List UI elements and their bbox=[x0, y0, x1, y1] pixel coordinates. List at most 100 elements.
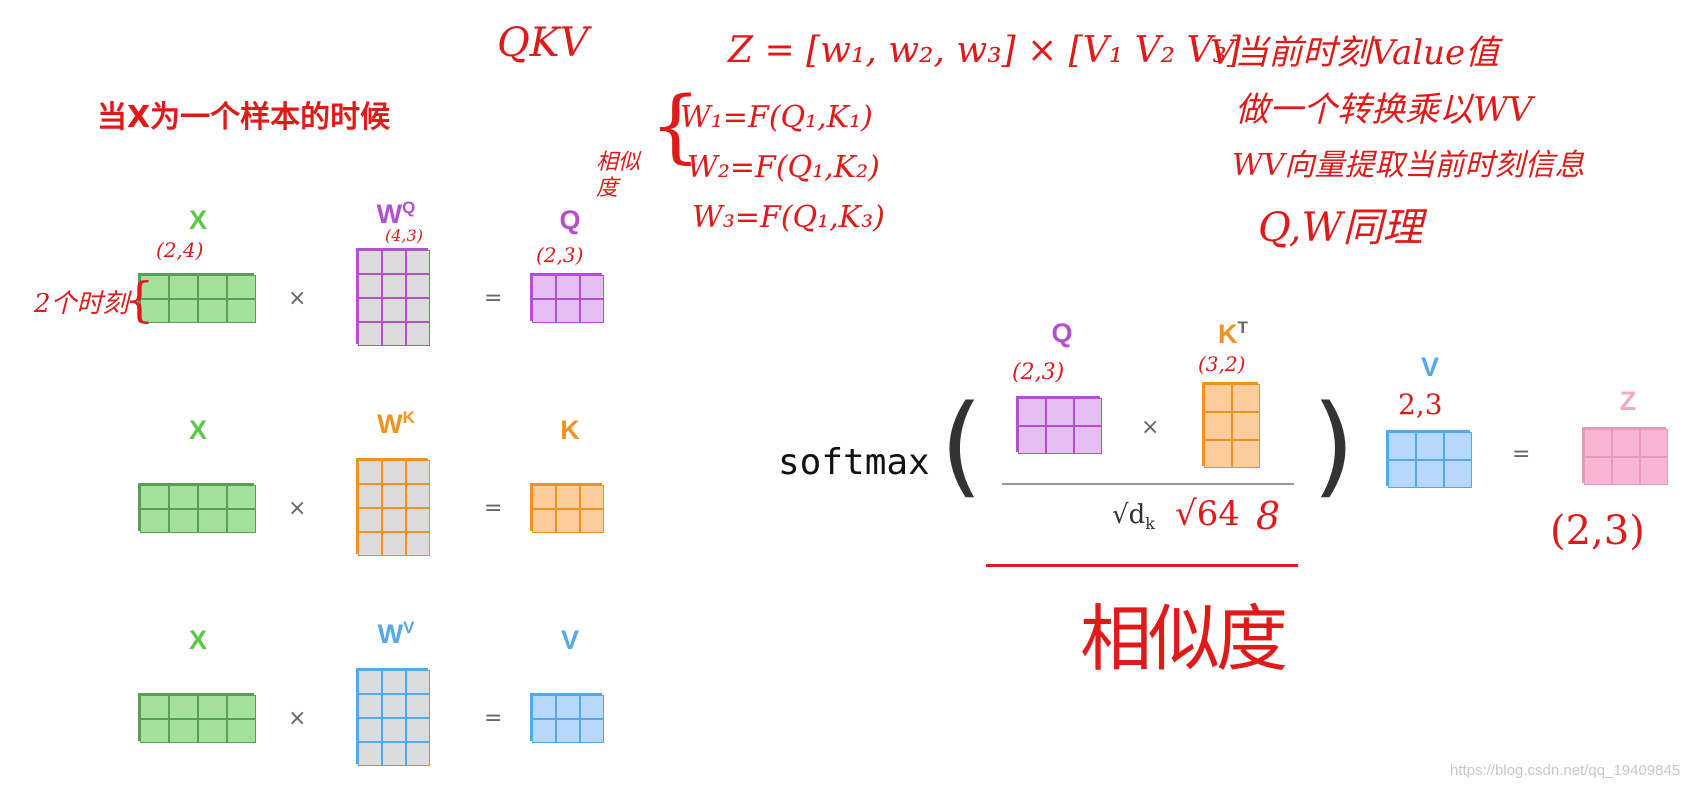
x-label: X bbox=[188, 625, 207, 655]
handwritten-similarity-side: 相似度 bbox=[596, 150, 641, 202]
handwritten-q-shape: (2,3) bbox=[536, 243, 584, 267]
w-matrix bbox=[356, 668, 430, 766]
handwritten-w3: W₃=F(Q₁,K₃) bbox=[692, 200, 885, 235]
handwritten-v-note-2: 做一个转换乘以WV bbox=[1235, 90, 1533, 130]
matrix-cell bbox=[382, 460, 406, 484]
matrix-cell bbox=[580, 695, 604, 719]
matrix-cell bbox=[1444, 460, 1472, 488]
matrix-cell bbox=[532, 695, 556, 719]
matrix-cell bbox=[358, 718, 382, 742]
matrix-cell bbox=[227, 485, 256, 509]
w-label-sup: K bbox=[402, 408, 415, 427]
handwritten-wq-shape: (4,3) bbox=[385, 226, 423, 245]
matrix-cell bbox=[1416, 432, 1444, 460]
x-label: X bbox=[188, 205, 207, 235]
sqrt-dk: √dk bbox=[1112, 500, 1155, 533]
matrix-cell bbox=[198, 719, 227, 743]
formula-z-matrix bbox=[1582, 427, 1668, 485]
matrix-cell bbox=[580, 509, 604, 533]
matrix-cell bbox=[532, 509, 556, 533]
matrix-cell bbox=[1018, 398, 1046, 426]
matrix-cell bbox=[406, 742, 430, 766]
matrix-cell bbox=[198, 299, 227, 323]
handwritten-v-note-4: Q,W同理 bbox=[1258, 205, 1423, 251]
matrix-cell bbox=[382, 250, 406, 274]
matrix-cell bbox=[382, 274, 406, 298]
matrix-cell bbox=[382, 508, 406, 532]
matrix-cell bbox=[406, 670, 430, 694]
matrix-cell bbox=[140, 275, 169, 299]
matrix-cell bbox=[198, 275, 227, 299]
matrix-cell bbox=[1416, 460, 1444, 488]
matrix-cell bbox=[406, 508, 430, 532]
out-matrix bbox=[530, 693, 604, 743]
w-label: WQ bbox=[376, 198, 416, 229]
matrix-cell bbox=[1232, 440, 1260, 468]
matrix-cell bbox=[198, 485, 227, 509]
handwritten-z-shape: (2,3) bbox=[1550, 508, 1645, 554]
matrix-cell bbox=[406, 298, 430, 322]
times-operator: × bbox=[288, 706, 307, 731]
matrix-cell bbox=[532, 485, 556, 509]
matrix-cell bbox=[406, 532, 430, 556]
handwritten-qkv: QKV bbox=[497, 20, 589, 66]
matrix-cell bbox=[1018, 426, 1046, 454]
matrix-cell bbox=[382, 694, 406, 718]
formula-times: × bbox=[1141, 415, 1160, 440]
handwritten-x-shape: (2,4) bbox=[156, 238, 204, 262]
matrix-cell bbox=[169, 299, 198, 323]
matrix-cell bbox=[358, 508, 382, 532]
matrix-cell bbox=[1046, 426, 1074, 454]
out-label: Q bbox=[559, 205, 581, 235]
matrix-cell bbox=[1204, 412, 1232, 440]
handwritten-z-equation: Z = [w₁, w₂, w₃] × [V₁ V₂ V₃] bbox=[728, 30, 1241, 71]
matrix-cell bbox=[1074, 426, 1102, 454]
matrix-cell bbox=[406, 322, 430, 346]
out-matrix bbox=[530, 273, 604, 323]
w-label: WK bbox=[377, 408, 415, 439]
matrix-cell bbox=[358, 298, 382, 322]
formula-t-sup: T bbox=[1237, 318, 1248, 337]
matrix-cell bbox=[227, 275, 256, 299]
matrix-cell bbox=[169, 509, 198, 533]
matrix-cell bbox=[140, 719, 169, 743]
times-operator: × bbox=[288, 286, 307, 311]
brace-icon: { bbox=[650, 79, 701, 172]
formula-q-label: Q bbox=[1051, 318, 1073, 348]
fraction-line bbox=[1002, 483, 1294, 485]
matrix-cell bbox=[406, 694, 430, 718]
matrix-cell bbox=[1388, 432, 1416, 460]
matrix-cell bbox=[1204, 384, 1232, 412]
matrix-cell bbox=[358, 460, 382, 484]
matrix-cell bbox=[140, 299, 169, 323]
formula-v-label: V bbox=[1420, 352, 1439, 382]
matrix-cell bbox=[198, 509, 227, 533]
w-label-sup: Q bbox=[402, 198, 416, 217]
matrix-cell bbox=[580, 485, 604, 509]
matrix-cell bbox=[227, 509, 256, 533]
matrix-cell bbox=[1612, 429, 1640, 457]
matrix-cell bbox=[169, 695, 198, 719]
x-label: X bbox=[188, 415, 207, 445]
matrix-cell bbox=[227, 695, 256, 719]
sqrt-d-text: √d bbox=[1112, 500, 1146, 530]
matrix-cell bbox=[358, 250, 382, 274]
matrix-cell bbox=[169, 719, 198, 743]
watermark: https://blog.csdn.net/qq_19409845 bbox=[1450, 762, 1681, 779]
x-matrix bbox=[138, 483, 256, 533]
formula-v-matrix bbox=[1386, 430, 1472, 488]
handwritten-v-note-3: WV向量提取当前时刻信息 bbox=[1232, 148, 1585, 183]
matrix-cell bbox=[358, 694, 382, 718]
matrix-cell bbox=[382, 322, 406, 346]
matrix-cell bbox=[382, 532, 406, 556]
matrix-cell bbox=[406, 484, 430, 508]
matrix-cell bbox=[358, 484, 382, 508]
matrix-cell bbox=[382, 718, 406, 742]
matrix-cell bbox=[1584, 457, 1612, 485]
formula-z-label: Z bbox=[1619, 386, 1637, 416]
left-paren-icon: ( bbox=[940, 381, 983, 509]
matrix-cell bbox=[1444, 432, 1472, 460]
matrix-cell bbox=[532, 299, 556, 323]
equals-operator: = bbox=[484, 706, 503, 731]
matrix-cell bbox=[1074, 398, 1102, 426]
